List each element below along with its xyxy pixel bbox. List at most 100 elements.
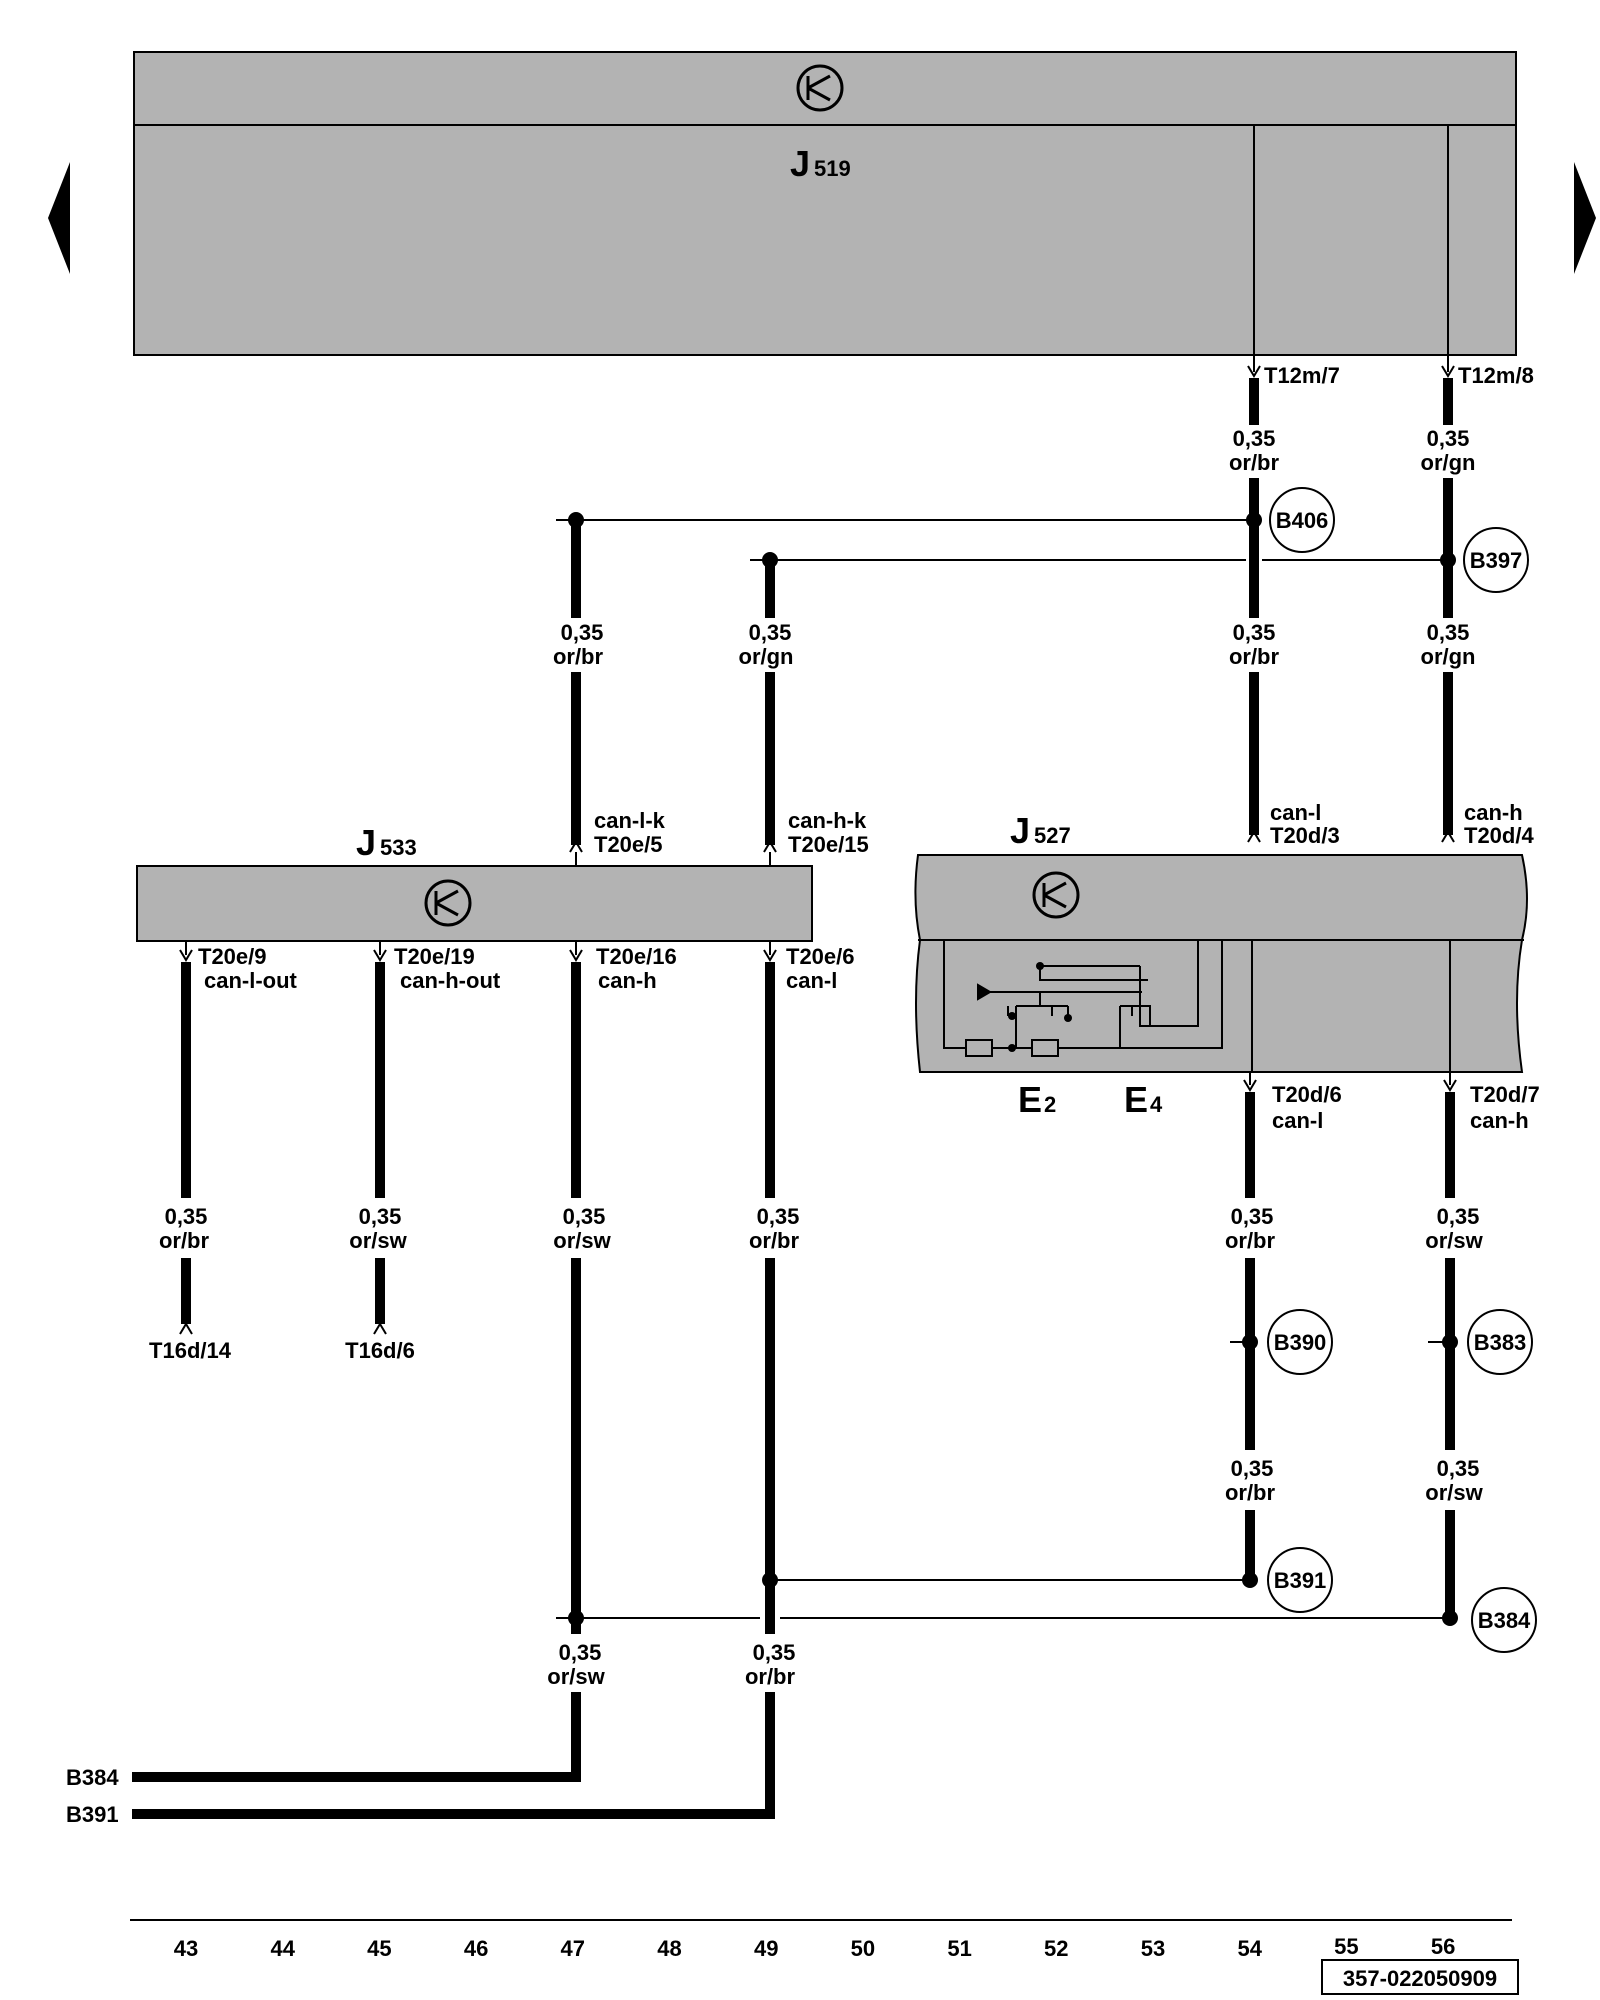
node-b384: B384 bbox=[1471, 1587, 1537, 1653]
wire-size: 0,35 bbox=[749, 620, 792, 645]
pin-t16d14: T16d/14 bbox=[149, 1338, 232, 1363]
column-number: 44 bbox=[270, 1936, 295, 1961]
prev-page-arrow-icon[interactable] bbox=[48, 162, 70, 274]
svg-text:B384: B384 bbox=[1478, 1608, 1531, 1633]
column-number: 46 bbox=[464, 1936, 488, 1961]
pin-t20d4: T20d/4 bbox=[1464, 823, 1534, 848]
svg-text:B391: B391 bbox=[1274, 1568, 1327, 1593]
node-b391: B391 bbox=[1267, 1547, 1333, 1613]
column-number: 48 bbox=[657, 1936, 681, 1961]
column-number: 53 bbox=[1141, 1936, 1165, 1961]
column-number: 55 bbox=[1334, 1934, 1358, 1959]
wire-color: or/br bbox=[749, 1228, 800, 1253]
e4-label: E4 bbox=[1124, 1079, 1163, 1120]
control-unit-symbol-icon bbox=[796, 64, 844, 112]
node-b383: B383 bbox=[1467, 1309, 1533, 1375]
column-number: 50 bbox=[851, 1936, 875, 1961]
column-number: 43 bbox=[174, 1936, 198, 1961]
svg-text:B390: B390 bbox=[1274, 1330, 1327, 1355]
wire-size: 0,35 bbox=[563, 1204, 606, 1229]
pin-signal: can-l bbox=[1272, 1108, 1323, 1133]
node-b406: B406 bbox=[1269, 487, 1335, 553]
wire-color: or/sw bbox=[553, 1228, 611, 1253]
doc-id-box bbox=[1321, 1959, 1519, 1995]
column-number: 45 bbox=[367, 1936, 391, 1961]
wire-color: or/sw bbox=[1425, 1480, 1483, 1505]
wire-size: 0,35 bbox=[1233, 620, 1276, 645]
svg-text:B383: B383 bbox=[1474, 1330, 1527, 1355]
control-unit-symbol-icon bbox=[424, 879, 472, 927]
wire-color: or/br bbox=[1229, 450, 1280, 475]
pin-t20d6: T20d/6 bbox=[1272, 1082, 1342, 1107]
pin-t20e19: T20e/19 bbox=[394, 944, 475, 969]
wire-color: or/br bbox=[1225, 1480, 1276, 1505]
pin-t20e5: T20e/5 bbox=[594, 832, 663, 857]
pin-t20d7: T20d/7 bbox=[1470, 1082, 1540, 1107]
wire-size: 0,35 bbox=[1437, 1456, 1480, 1481]
wire-color: or/br bbox=[159, 1228, 210, 1253]
pin-t16d6: T16d/6 bbox=[345, 1338, 415, 1363]
column-number: 51 bbox=[947, 1936, 971, 1961]
continuation-b391: B391 bbox=[66, 1802, 119, 1827]
column-number: 54 bbox=[1237, 1936, 1262, 1961]
node-b397: B397 bbox=[1463, 527, 1529, 593]
wire-color: or/br bbox=[553, 644, 604, 669]
wire-size: 0,35 bbox=[753, 1640, 796, 1665]
pin-t12m7: T12m/7 bbox=[1264, 363, 1340, 388]
wire-size: 0,35 bbox=[559, 1640, 602, 1665]
pin-signal: can-l-k bbox=[594, 808, 666, 833]
pin-t20e9: T20e/9 bbox=[198, 944, 267, 969]
wire-size: 0,35 bbox=[757, 1204, 800, 1229]
wire-color: or/sw bbox=[1425, 1228, 1483, 1253]
wire-color: or/gn bbox=[739, 644, 794, 669]
node-b390: B390 bbox=[1267, 1309, 1333, 1375]
e2-label: E2 bbox=[1018, 1079, 1056, 1120]
pin-t20d3: T20d/3 bbox=[1270, 823, 1340, 848]
wire-size: 0,35 bbox=[1427, 620, 1470, 645]
next-page-arrow-icon[interactable] bbox=[1574, 162, 1596, 274]
control-unit-symbol-icon bbox=[1032, 871, 1080, 919]
pin-signal: can-l-out bbox=[204, 968, 298, 993]
pin-signal: can-l bbox=[786, 968, 837, 993]
wire-size: 0,35 bbox=[1231, 1456, 1274, 1481]
wire-color: or/sw bbox=[349, 1228, 407, 1253]
pin-signal: can-h bbox=[1470, 1108, 1529, 1133]
wire-size: 0,35 bbox=[1233, 426, 1276, 451]
pin-signal: can-h-out bbox=[400, 968, 501, 993]
doc-id: 357-022050909 bbox=[1343, 1966, 1497, 1991]
pin-t20e15: T20e/15 bbox=[788, 832, 869, 857]
wire-color: or/br bbox=[745, 1664, 796, 1689]
wire-color: or/gn bbox=[1421, 644, 1476, 669]
pin-t12m8: T12m/8 bbox=[1458, 363, 1534, 388]
wire-color: or/gn bbox=[1421, 450, 1476, 475]
pin-signal: can-l bbox=[1270, 800, 1321, 825]
wire-size: 0,35 bbox=[1437, 1204, 1480, 1229]
svg-text:B406: B406 bbox=[1276, 508, 1329, 533]
wire-size: 0,35 bbox=[165, 1204, 208, 1229]
switch-schematic bbox=[943, 940, 1223, 1057]
wire-size: 0,35 bbox=[561, 620, 604, 645]
pin-signal: can-h bbox=[1464, 800, 1523, 825]
column-number: 47 bbox=[561, 1936, 585, 1961]
wire-color: or/br bbox=[1229, 644, 1280, 669]
wire-color: or/br bbox=[1225, 1228, 1276, 1253]
wire-size: 0,35 bbox=[1427, 426, 1470, 451]
column-number: 56 bbox=[1431, 1934, 1455, 1959]
wire-size: 0,35 bbox=[359, 1204, 402, 1229]
pin-signal: can-h-k bbox=[788, 808, 867, 833]
continuation-b384: B384 bbox=[66, 1765, 119, 1790]
wire-color: or/sw bbox=[547, 1664, 605, 1689]
pin-t20e16: T20e/16 bbox=[596, 944, 677, 969]
svg-text:B397: B397 bbox=[1470, 548, 1523, 573]
column-number: 49 bbox=[754, 1936, 778, 1961]
pin-signal: can-h bbox=[598, 968, 657, 993]
pin-t20e6: T20e/6 bbox=[786, 944, 855, 969]
